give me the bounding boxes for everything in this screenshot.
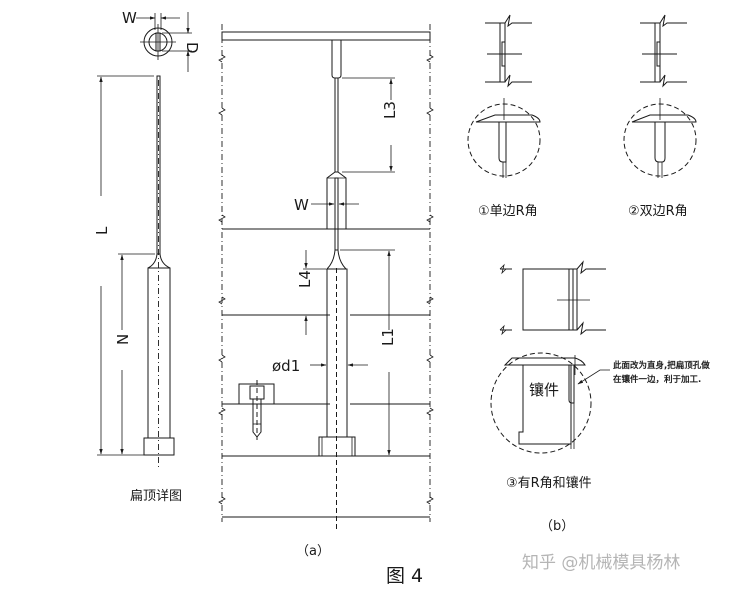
insert-label: 镶件: [529, 381, 559, 399]
dim-label-l3: L3: [381, 101, 399, 119]
variant-r-with-insert: 镶件 此面改为直身,把扁顶孔做 在镶件一边，利于加工. ③有R角和镶件: [490, 260, 710, 491]
variant-single-r: ①单边R角: [467, 14, 541, 219]
watermark: 知乎 @机械模具杨林: [522, 553, 680, 573]
section-view-top: [136, 12, 192, 72]
dim-label-w-assembly: W: [294, 196, 309, 214]
dim-label-d: D: [183, 42, 201, 54]
ejector-blade-assembly: [318, 77, 356, 530]
variant-double-r: ②双边R角: [623, 14, 697, 219]
socket-head-screw: [238, 380, 275, 440]
figure-title: 图 4: [386, 565, 423, 587]
variants-view: ①单边R角 ②双边R角: [467, 14, 710, 534]
note-line-1: 此面改为直身,把扁顶孔做: [613, 360, 710, 371]
variant-3-caption: ③有R角和镶件: [506, 475, 592, 491]
dim-label-l: L: [93, 226, 111, 235]
variants-caption: （b）: [540, 519, 574, 534]
dim-label-n: N: [114, 334, 132, 345]
dim-label-l1: L1: [379, 328, 397, 346]
ejector-blade-body: [143, 75, 175, 468]
break-marks: [218, 54, 434, 505]
dim-label-d1: ød1: [272, 357, 300, 375]
detail-caption: 扁顶详图: [130, 489, 182, 504]
mold-assembly-view: L3 W L4 ød1 L1 （a）: [218, 24, 434, 559]
dim-label-l4: L4: [296, 270, 314, 288]
dim-label-w: W: [122, 9, 137, 27]
assembly-caption: （a）: [296, 544, 330, 559]
variant-1-caption: ①单边R角: [478, 204, 538, 219]
plastic-part: [221, 31, 431, 79]
ejector-blade-detail: W D L N 扁顶详图: [93, 9, 201, 504]
note-line-2: 在镶件一边，利于加工.: [613, 374, 701, 385]
variant-2-caption: ②双边R角: [628, 204, 688, 219]
